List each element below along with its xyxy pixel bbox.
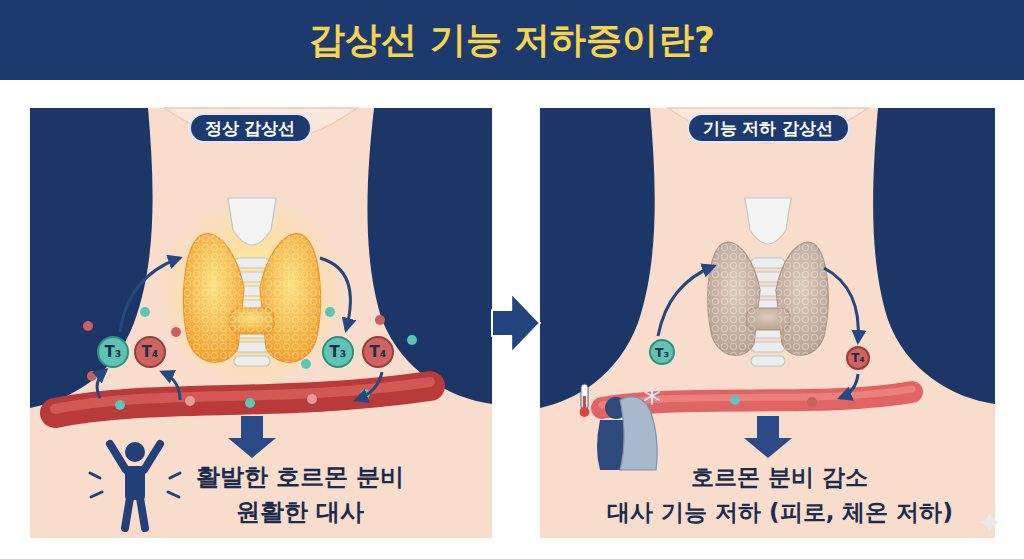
caption-body: 대사 기능 저하 (피로, 체온 저하) [580, 495, 980, 530]
hormone-label: T₃ [330, 345, 347, 360]
hypothyroid-illustration [540, 108, 995, 538]
hormone-circle: T₄ [362, 336, 394, 368]
caption-heading: 활발한 호르몬 분비 [140, 460, 460, 495]
title-bar: 갑상선 기능 저하증이란? [0, 0, 1024, 80]
sparkle [980, 512, 1000, 532]
panel-label: 기능 저하 갑상선 [703, 115, 834, 141]
hormone-dots [83, 307, 417, 381]
flow-arrows [658, 266, 858, 398]
hormone-circle: T₄ [134, 336, 166, 368]
panel-ground [540, 108, 995, 538]
neck-skin [540, 108, 995, 538]
hormone-circle: T₄ [846, 346, 870, 370]
title: 갑상선 기능 저하증이란? [309, 0, 715, 80]
thyroid-glow [157, 198, 347, 388]
down-arrow [744, 416, 792, 458]
hormone-label: T₄ [851, 352, 864, 364]
active-person-icon [90, 442, 180, 528]
panel-label-pill: 기능 저하 갑상선 [687, 113, 850, 143]
blood-vessel [602, 389, 912, 408]
hormone-circle: T₃ [322, 336, 354, 368]
thyroid-gland [184, 234, 321, 363]
hormone-label: T₄ [142, 345, 159, 360]
hormone-circle: T₃ [97, 336, 129, 368]
caption-area: 활발한 호르몬 분비원활한 대사 [140, 460, 460, 530]
caption-body: 원활한 대사 [140, 495, 460, 530]
panel: 활발한 호르몬 분비원활한 대사 정상 갑상선 T₃ T₄ T₃ T₄ [30, 108, 492, 538]
chin [668, 108, 868, 143]
neck-skin [30, 108, 492, 538]
caption-area: 호르몬 분비 감소대사 기능 저하 (피로, 체온 저하) [580, 460, 980, 530]
normal-thyroid-illustration [30, 108, 492, 538]
caption-heading: 호르몬 분비 감소 [580, 460, 980, 495]
panel: 호르몬 분비 감소대사 기능 저하 (피로, 체온 저하) 기능 저하 갑상선 T₃… [540, 108, 995, 538]
panel-ground [30, 108, 492, 538]
chin [165, 108, 357, 143]
down-arrow [228, 416, 276, 458]
panel-label-pill: 정상 갑상선 [189, 113, 312, 143]
panel-label: 정상 갑상선 [205, 115, 296, 141]
hormone-label: T₄ [370, 345, 387, 360]
hormone-circle: T₃ [649, 339, 675, 365]
cold-tired-person-icon [580, 384, 660, 470]
thyroid-gland [708, 242, 828, 355]
hormone-label: T₃ [655, 346, 670, 359]
transition-arrow [492, 293, 540, 353]
flow-arrows [97, 258, 382, 400]
hormone-label: T₃ [105, 345, 122, 360]
